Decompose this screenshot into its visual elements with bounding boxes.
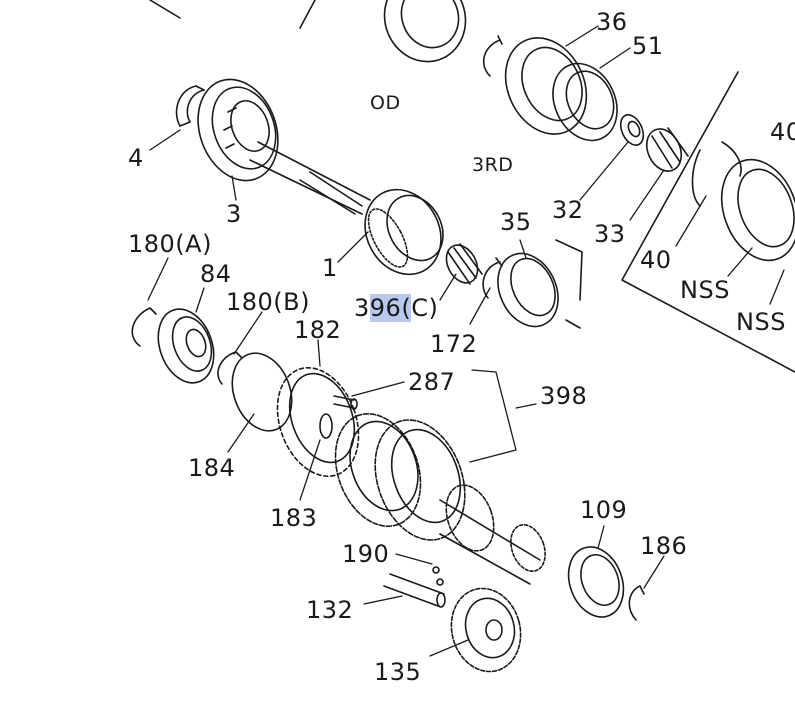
label-part-33: 33 bbox=[594, 220, 626, 248]
label-part-51: 51 bbox=[632, 32, 664, 60]
label-nss-1: NSS bbox=[680, 276, 730, 304]
snap-ring-4 bbox=[175, 85, 205, 127]
label-od: OD bbox=[370, 92, 401, 114]
bearing-109 bbox=[567, 546, 625, 618]
label-part-396c-suffix: C) bbox=[411, 294, 439, 322]
label-part-32: 32 bbox=[552, 196, 584, 224]
label-part-184: 184 bbox=[188, 454, 236, 482]
label-part-40-right: 40 bbox=[770, 118, 795, 146]
label-part-396c-selection: 96( bbox=[369, 294, 412, 322]
label-part-84: 84 bbox=[200, 260, 232, 288]
snap-ring-186 bbox=[628, 585, 645, 621]
label-part-40-left: 40 bbox=[640, 246, 672, 274]
label-part-135: 135 bbox=[374, 658, 422, 686]
shaft-132 bbox=[383, 573, 446, 608]
washer-32 bbox=[619, 114, 645, 146]
input-shaft bbox=[249, 141, 444, 276]
label-part-36: 36 bbox=[596, 8, 628, 36]
label-part-172: 172 bbox=[430, 330, 478, 358]
label-part-109: 109 bbox=[580, 496, 628, 524]
label-part-180a: 180(A) bbox=[128, 230, 212, 258]
label-part-190: 190 bbox=[342, 540, 390, 568]
label-part-1: 1 bbox=[322, 254, 338, 282]
label-part-35: 35 bbox=[500, 208, 532, 236]
thrust-washer-184 bbox=[231, 352, 293, 432]
label-part-396c-prefix: 3 bbox=[354, 294, 370, 322]
snap-ring-180a bbox=[131, 307, 157, 347]
label-part-287: 287 bbox=[408, 368, 456, 396]
label-part-4: 4 bbox=[128, 144, 144, 172]
bracket-35 bbox=[555, 239, 583, 329]
sync-ring-35 bbox=[497, 252, 559, 328]
snap-ring-180b bbox=[217, 351, 243, 385]
counter-gear-cluster-398 bbox=[334, 413, 546, 585]
label-part-3: 3 bbox=[226, 200, 242, 228]
label-part-396c: 396(C) bbox=[354, 294, 439, 322]
bearing-3 bbox=[197, 78, 279, 182]
sprocket-182 bbox=[276, 366, 360, 478]
label-3rd: 3RD bbox=[472, 154, 514, 176]
label-part-398: 398 bbox=[540, 382, 588, 410]
label-part-182: 182 bbox=[294, 316, 342, 344]
housing-top-left bbox=[149, 0, 316, 29]
bearing-84 bbox=[157, 308, 215, 384]
label-part-186: 186 bbox=[640, 532, 688, 560]
leader-lines bbox=[147, 25, 785, 657]
ball-190 bbox=[432, 566, 444, 586]
label-part-132: 132 bbox=[306, 596, 354, 624]
needle-bearing-33 bbox=[645, 127, 689, 172]
label-nss-2: NSS bbox=[736, 308, 786, 336]
pin-287 bbox=[333, 395, 358, 410]
snap-ring-top bbox=[482, 35, 503, 77]
label-part-180b: 180(B) bbox=[226, 288, 310, 316]
inset-box bbox=[621, 71, 795, 373]
label-part-183: 183 bbox=[270, 504, 318, 532]
gear-135 bbox=[450, 587, 522, 673]
sync-ring-51 bbox=[552, 62, 618, 142]
needle-bearing-396c bbox=[445, 243, 483, 285]
